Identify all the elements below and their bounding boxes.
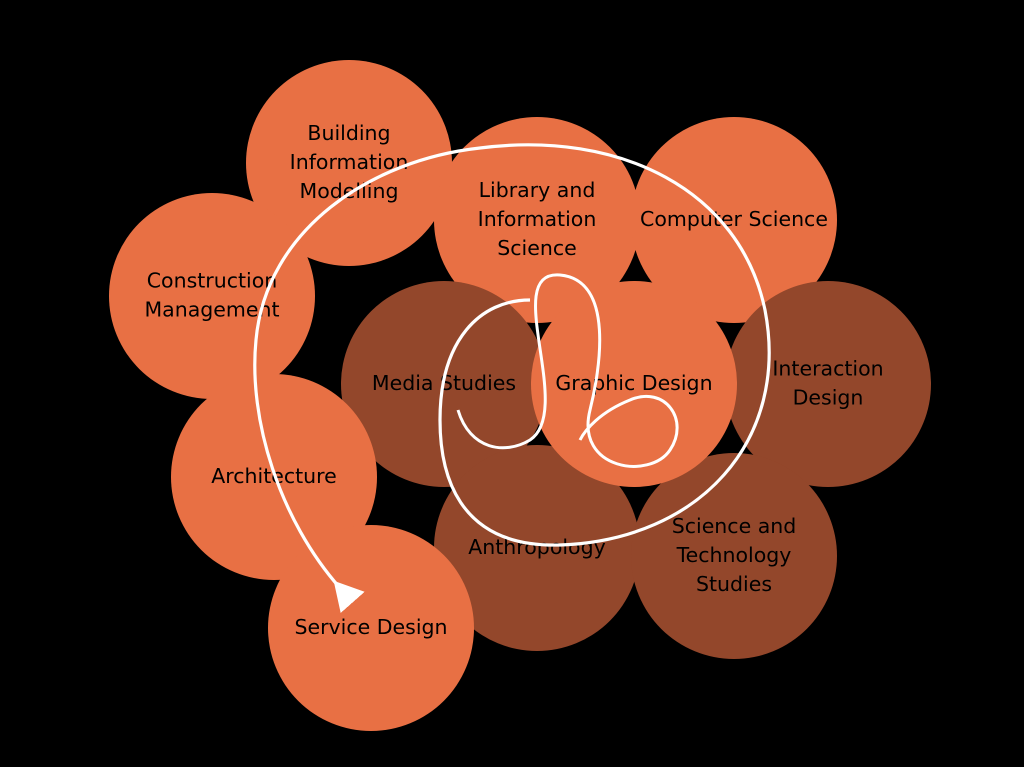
circle-label-construction-management: Management	[144, 298, 279, 322]
circle-label-building-information-modelling: Building	[307, 121, 390, 145]
circle-label-graphic-design: Graphic Design	[555, 371, 712, 395]
circle-label-library-and-information-science: Library and	[479, 178, 596, 202]
circle-label-building-information-modelling: Modelling	[300, 179, 399, 203]
circle-label-interaction-design: Interaction	[772, 357, 883, 381]
circle-label-interaction-design: Design	[793, 386, 864, 410]
circle-shape-computer-science	[631, 117, 837, 323]
circle-shape-anthropology	[434, 445, 640, 651]
circle-label-science-and-technology-studies: Science and	[672, 514, 797, 538]
circle-label-science-and-technology-studies: Studies	[696, 572, 772, 596]
circle-label-library-and-information-science: Information	[478, 207, 597, 231]
circle-label-building-information-modelling: Information	[290, 150, 409, 174]
circle-label-service-design: Service Design	[294, 615, 447, 639]
circles-layer: BuildingInformationModellingConstruction…	[109, 60, 931, 731]
circle-label-library-and-information-science: Science	[497, 236, 576, 260]
circle-shape-science-and-technology-studies	[631, 453, 837, 659]
circle-shape-construction-management	[109, 193, 315, 399]
circle-computer-science: Computer Science	[631, 117, 837, 323]
circle-shape-building-information-modelling	[246, 60, 452, 266]
circle-label-anthropology: Anthropology	[468, 535, 606, 559]
circle-service-design: Service Design	[268, 525, 474, 731]
inner-loop-curve	[456, 273, 679, 468]
circle-shape-library-and-information-science	[434, 117, 640, 323]
circle-shape-interaction-design	[725, 281, 931, 487]
circle-label-computer-science: Computer Science	[640, 207, 828, 231]
circle-shape-service-design	[268, 525, 474, 731]
circle-anthropology: Anthropology	[434, 445, 640, 651]
outer-spiral-arrow	[253, 143, 771, 613]
spiral-layer	[253, 143, 771, 613]
circle-graphic-design: Graphic Design	[531, 281, 737, 487]
circle-label-construction-management: Construction	[147, 269, 278, 293]
circle-label-science-and-technology-studies: Technology	[676, 543, 792, 567]
